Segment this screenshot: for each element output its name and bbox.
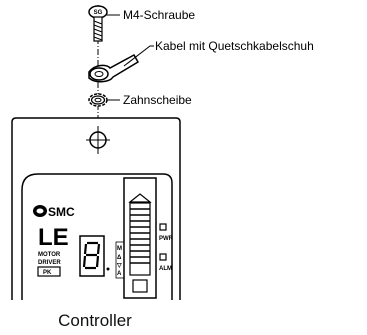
screw-label: M4-Schraube (123, 8, 195, 22)
cable-leader-line (123, 45, 154, 67)
svg-text:▽: ▽ (116, 263, 122, 269)
m4-screw-icon: SG (88, 5, 108, 42)
lock-washer-icon (88, 93, 108, 107)
svg-text:SG: SG (94, 10, 103, 16)
connector-latch-icon (128, 193, 152, 293)
washer-label: Zahnscheibe (123, 93, 192, 107)
smc-logo-icon (33, 205, 47, 217)
decimal-point (106, 267, 110, 271)
svg-text:Δ: Δ (117, 255, 122, 261)
svg-text:M: M (117, 246, 122, 252)
pwr-label: PWR (159, 236, 174, 242)
mounting-hole-icon (86, 126, 110, 154)
brand-logo-text: SMC (48, 205, 75, 219)
alm-led (159, 253, 167, 261)
svg-text:A: A (117, 271, 122, 277)
pwr-led (159, 223, 167, 231)
driver-text: DRIVER (38, 260, 61, 266)
alm-label: ALM (159, 266, 172, 272)
figure-caption: Controller (58, 311, 132, 330)
seven-segment-digit-icon (82, 241, 101, 270)
motor-text: MOTOR (38, 252, 61, 258)
series-text: PK (43, 270, 52, 276)
series-badge (37, 266, 61, 277)
cable-label: Kabel mit Quetschkabelschuh (155, 39, 314, 53)
cable-lug-icon (88, 53, 140, 83)
model-text: LE (38, 224, 69, 251)
